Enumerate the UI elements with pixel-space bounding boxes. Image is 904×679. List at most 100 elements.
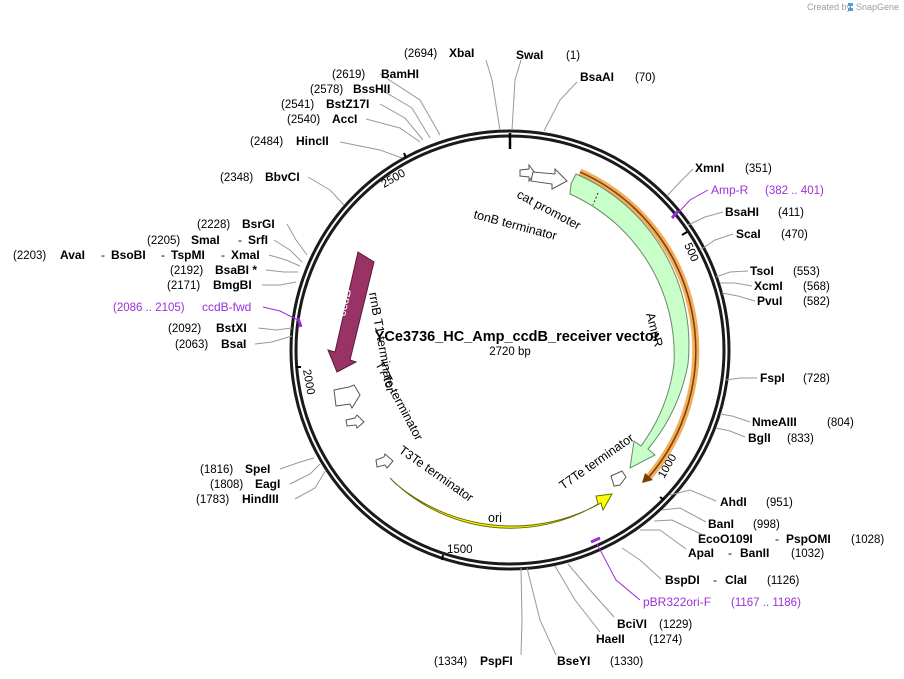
site-xbai[interactable]: (2694) XbaI [404,46,474,60]
site-xcmi[interactable]: XcmI (568) [754,279,830,293]
site-bstxi-pos: (2092) [168,323,201,335]
site-bmgbi-name: BmgBI [213,278,252,292]
site-bmgbi-pos: (2171) [167,280,200,292]
site-bseyi[interactable]: BseYI (1330) [557,654,643,668]
site-bstz17i-name: BstZ17I [326,97,369,111]
site-bspdi-pos: (1126) [767,575,800,587]
site-bcivi-pos: (1229) [659,619,692,631]
site-bgli[interactable]: BglI (833) [748,431,814,445]
t3te-terminator-arrow[interactable] [375,453,394,469]
site-smai-sep: - [238,233,242,247]
primer-ccdb-fwd[interactable]: (2086 .. 2105) ccdB-fwd [113,300,251,314]
site-srfi-name: SrfI [248,233,268,247]
site-bspdi-sep: - [713,573,717,587]
site-tsoi[interactable]: TsoI (553) [750,264,820,278]
site-avai-name: AvaI [60,248,85,262]
site-avai-pos: (2203) [13,250,46,262]
site-ecoo109i-name: EcoO109I [698,532,753,546]
site-scai[interactable]: ScaI (470) [736,227,808,241]
site-xcmi-pos: (568) [803,281,830,293]
ampr-feature-arrow[interactable] [569,173,690,469]
site-bstxi-name: BstXI [216,321,247,335]
site-smai-pos: (2205) [147,235,180,247]
credit-prefix: Created by [807,2,852,12]
site-eagi[interactable]: (1808) EagI [210,477,280,491]
site-bsrgi[interactable]: (2228) BsrGI [197,217,275,231]
site-smai[interactable]: (2205) SmaI - SrfI [147,233,268,247]
scale-tick-2000: 2000 [296,366,316,396]
site-nmeaiii[interactable]: NmeAIII (804) [752,415,854,429]
site-swai[interactable]: SwaI (1) [516,48,580,62]
site-bstz17i-pos: (2541) [281,99,314,111]
site-pspfi[interactable]: (1334) PspFI [434,654,513,668]
snapgene-logo-icon [848,3,853,11]
site-avai[interactable]: (2203) AvaI - BsoBI - TspMI - XmaI [13,248,260,262]
site-spei-name: SpeI [245,462,270,476]
site-bbvci-name: BbvCI [265,170,300,184]
site-xmni[interactable]: XmnI (351) [695,161,772,175]
site-pspfi-name: PspFI [480,654,513,668]
t7te-terminator-a-arrow[interactable] [345,414,365,429]
site-bsabi[interactable]: (2192) BsaBI * [170,263,257,277]
site-bmgbi[interactable]: (2171) BmgBI [167,278,252,292]
site-eagi-pos: (1808) [210,479,243,491]
site-pspfi-pos: (1334) [434,656,467,668]
site-tsoi-pos: (553) [793,266,820,278]
site-bsaai[interactable]: BsaAI (70) [580,70,656,84]
primer-ccdb-fwd-name: ccdB-fwd [202,300,251,314]
site-haeii-pos: (1274) [649,634,682,646]
site-xbai-pos: (2694) [404,48,437,60]
leader-lines [254,59,757,656]
site-bspdi[interactable]: BspDI - ClaI (1126) [665,573,800,587]
t7te-terminator-b-arrow[interactable] [610,470,627,487]
site-apai[interactable]: ApaI - BanII (1032) [688,546,824,560]
t7te-terminator-a-label: T7Te terminator [372,359,425,443]
site-ahdi[interactable]: AhdI (951) [720,495,793,509]
site-haeii[interactable]: HaeII (1274) [596,632,682,646]
site-nmeaiii-pos: (804) [827,417,854,429]
site-bbvci[interactable]: (2348) BbvCI [220,170,300,184]
site-fspi[interactable]: FspI (728) [760,371,830,385]
ccdb-feature-arrow[interactable] [327,251,375,373]
site-bani-pos: (998) [753,519,780,531]
site-ahdi-name: AhdI [720,495,747,509]
rrnb-t1-terminator-arrow[interactable] [333,384,361,410]
scale-tick-1500: 1500 [441,544,473,561]
site-hincii[interactable]: (2484) HincII [250,134,329,148]
site-bani[interactable]: BanI (998) [708,517,780,531]
site-acci-pos: (2540) [287,114,320,126]
site-bsai[interactable]: (2063) BsaI [175,337,246,351]
site-hincii-name: HincII [296,134,329,148]
tick-label-2000: 2000 [300,368,316,395]
site-ecoo109i[interactable]: EcoO109I - PspOMI (1028) [698,532,884,546]
map-size-label: 2720 bp [489,346,531,358]
site-bstz17i[interactable]: (2541) BstZ17I [281,97,369,111]
map-title: YCe3736_HC_Amp_ccdB_receiver vector [375,329,660,345]
primer-pbr322ori-f[interactable]: pBR322ori-F (1167 .. 1186) [643,595,801,609]
site-bani-name: BanI [708,517,734,531]
site-pspomi-name: PspOMI [786,532,831,546]
ori-feature-arrow[interactable] [389,477,613,529]
site-bspdi-name: BspDI [665,573,700,587]
cat-promoter-arrow[interactable] [530,167,568,190]
ampr-highlight-line [579,171,697,479]
site-spei[interactable]: (1816) SpeI [200,462,270,476]
site-pvui[interactable]: PvuI (582) [757,294,830,308]
site-bsshii[interactable]: (2578) BssHII [310,82,390,96]
site-tspmi-name: TspMI [171,248,205,262]
ccdb-label: ccdB [334,287,354,317]
primer-ccdb-fwd-range: (2086 .. 2105) [113,302,185,314]
site-bamhi[interactable]: (2619) BamHI [332,67,419,81]
site-spei-pos: (1816) [200,464,233,476]
site-acci[interactable]: (2540) AccI [287,112,357,126]
ccdb-fwd-primer-mark [296,317,303,328]
site-bcivi[interactable]: BciVI (1229) [617,617,692,631]
site-hindiii[interactable]: (1783) HindIII [196,492,279,506]
site-bsaai-name: BsaAI [580,70,614,84]
primer-amp-r[interactable]: Amp-R (382 .. 401) [711,183,824,197]
site-bgli-name: BglI [748,431,771,445]
site-bstxi[interactable]: (2092) BstXI [168,321,247,335]
site-hindiii-name: HindIII [242,492,279,506]
site-bsahi[interactable]: BsaHI (411) [725,205,804,219]
site-bbvci-pos: (2348) [220,172,253,184]
